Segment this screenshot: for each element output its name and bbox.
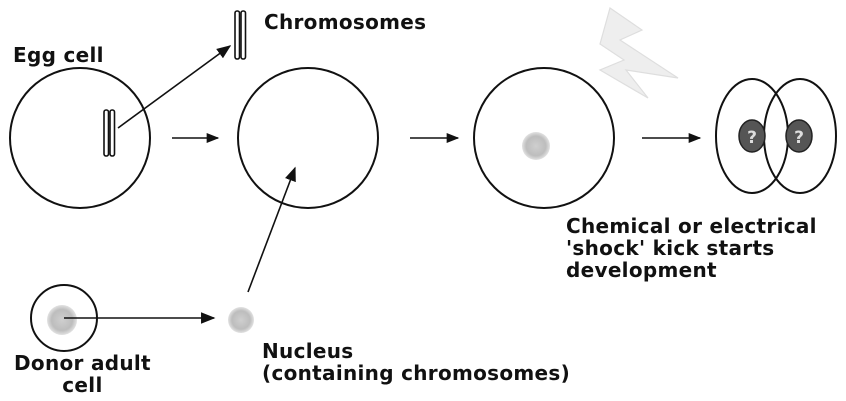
nucleus-label-line-1: Nucleus — [262, 340, 570, 362]
donor-cell-label: Donor adult cell — [14, 352, 151, 396]
egg-chromosomes-icon — [104, 110, 115, 156]
egg-cell — [10, 68, 150, 208]
arrow-chromosomes-removed — [118, 46, 230, 128]
enucleated-egg-cell — [238, 68, 378, 208]
embryo-mark-left: ? — [747, 128, 757, 148]
two-cell-embryo: ? ? — [716, 79, 836, 193]
shock-caption: Chemical or electrical 'shock' kick star… — [566, 215, 817, 281]
shock-caption-line-3: development — [566, 259, 817, 281]
donor-label-line-2: cell — [14, 374, 151, 396]
egg-with-donor-nucleus — [474, 68, 614, 208]
shock-caption-line-2: 'shock' kick starts — [566, 237, 817, 259]
removed-chromosomes-icon — [235, 11, 246, 59]
arrow-nucleus-inserted — [248, 168, 295, 292]
extracted-nucleus — [228, 307, 254, 333]
egg-cell-label: Egg cell — [13, 44, 104, 66]
chromosomes-label: Chromosomes — [264, 11, 426, 33]
nucleus-label-line-2: (containing chromosomes) — [262, 362, 570, 384]
lightning-bolt-icon — [600, 8, 678, 98]
donor-label-line-1: Donor adult — [14, 352, 151, 374]
nucleus-label: Nucleus (containing chromosomes) — [262, 340, 570, 384]
embryo-mark-right: ? — [794, 128, 804, 148]
shock-caption-line-1: Chemical or electrical — [566, 215, 817, 237]
